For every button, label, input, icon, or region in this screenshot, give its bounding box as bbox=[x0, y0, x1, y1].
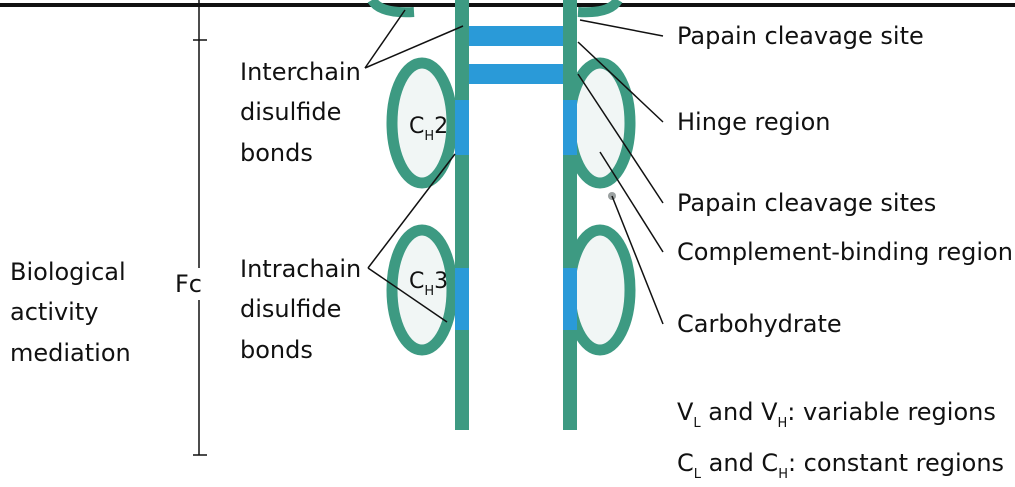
intrachain-bond-ch2-left bbox=[455, 100, 469, 155]
interchain-bond-1 bbox=[469, 26, 563, 46]
interchain-bond-2 bbox=[469, 64, 563, 84]
intrachain-label: Intrachain disulfide bonds bbox=[240, 255, 369, 364]
complement-binding-label: Complement-binding region bbox=[677, 238, 1013, 266]
leader-papain-site bbox=[580, 20, 663, 36]
legend-constant-regions: CL and CH: constant regions bbox=[677, 449, 1004, 482]
papain-cleavage-sites-label: Papain cleavage sites bbox=[677, 189, 936, 217]
legend-variable-regions: VL and VH: variable regions bbox=[677, 398, 996, 431]
papain-cleavage-site-label: Papain cleavage site bbox=[677, 22, 924, 50]
intrachain-bond-ch3-left bbox=[455, 268, 469, 330]
interchain-label: Interchain disulfide bonds bbox=[240, 58, 368, 167]
ch2-right-domain bbox=[570, 63, 630, 183]
biological-activity-label: Biological activity mediation bbox=[10, 258, 133, 367]
intrachain-bond-ch3-right bbox=[563, 268, 577, 330]
carbohydrate-label: Carbohydrate bbox=[677, 310, 842, 338]
fc-label: Fc bbox=[175, 270, 202, 298]
hinge-region-label: Hinge region bbox=[677, 108, 830, 136]
intrachain-bond-ch2-right bbox=[563, 100, 577, 155]
ch3-right-domain bbox=[570, 230, 630, 350]
left-heavy-chain bbox=[455, 0, 469, 430]
right-heavy-chain bbox=[563, 0, 577, 430]
